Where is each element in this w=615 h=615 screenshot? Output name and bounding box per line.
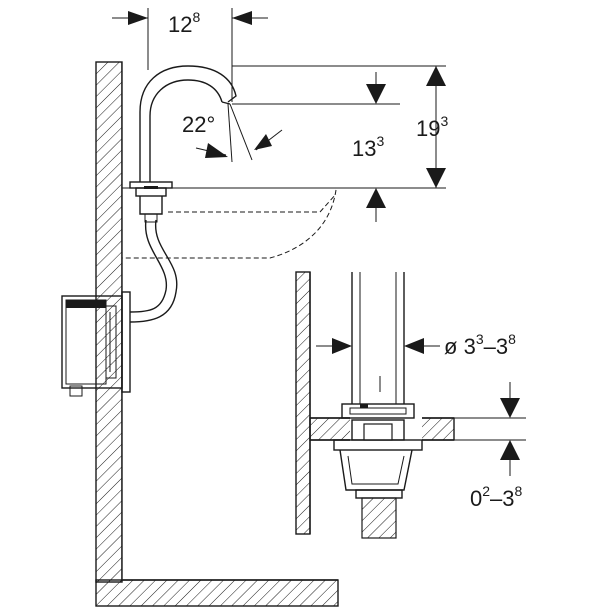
floor-section: [95, 579, 339, 607]
dimension-hole-diameter: ø 33–38: [316, 331, 516, 359]
dimension-deck-thickness: 02–38: [454, 382, 526, 511]
outlet-height-label: 133: [352, 133, 384, 161]
dimension-angle: 22°: [182, 103, 283, 163]
wall-section: [95, 61, 123, 583]
sensor-faucet: [129, 65, 237, 223]
detail-hose: [361, 497, 397, 539]
concealed-control-box: [61, 291, 131, 397]
angle-label: 22°: [182, 112, 215, 137]
detail-wall-section: [295, 271, 311, 535]
dimension-outlet-height: 133: [232, 72, 446, 222]
detail-mounting-nut: [333, 419, 423, 499]
washbasin-outline: [122, 187, 337, 259]
dimension-reach: 128: [112, 8, 268, 102]
reach-label: 128: [168, 9, 200, 37]
hole-diameter-label: ø 33–38: [444, 331, 516, 359]
detail-faucet-body: [341, 272, 415, 419]
deck-thickness-label: 02–38: [470, 483, 523, 511]
connection-hose: [129, 219, 178, 323]
dimension-total-height: 193: [232, 65, 448, 188]
total-height-label: 193: [416, 113, 448, 141]
